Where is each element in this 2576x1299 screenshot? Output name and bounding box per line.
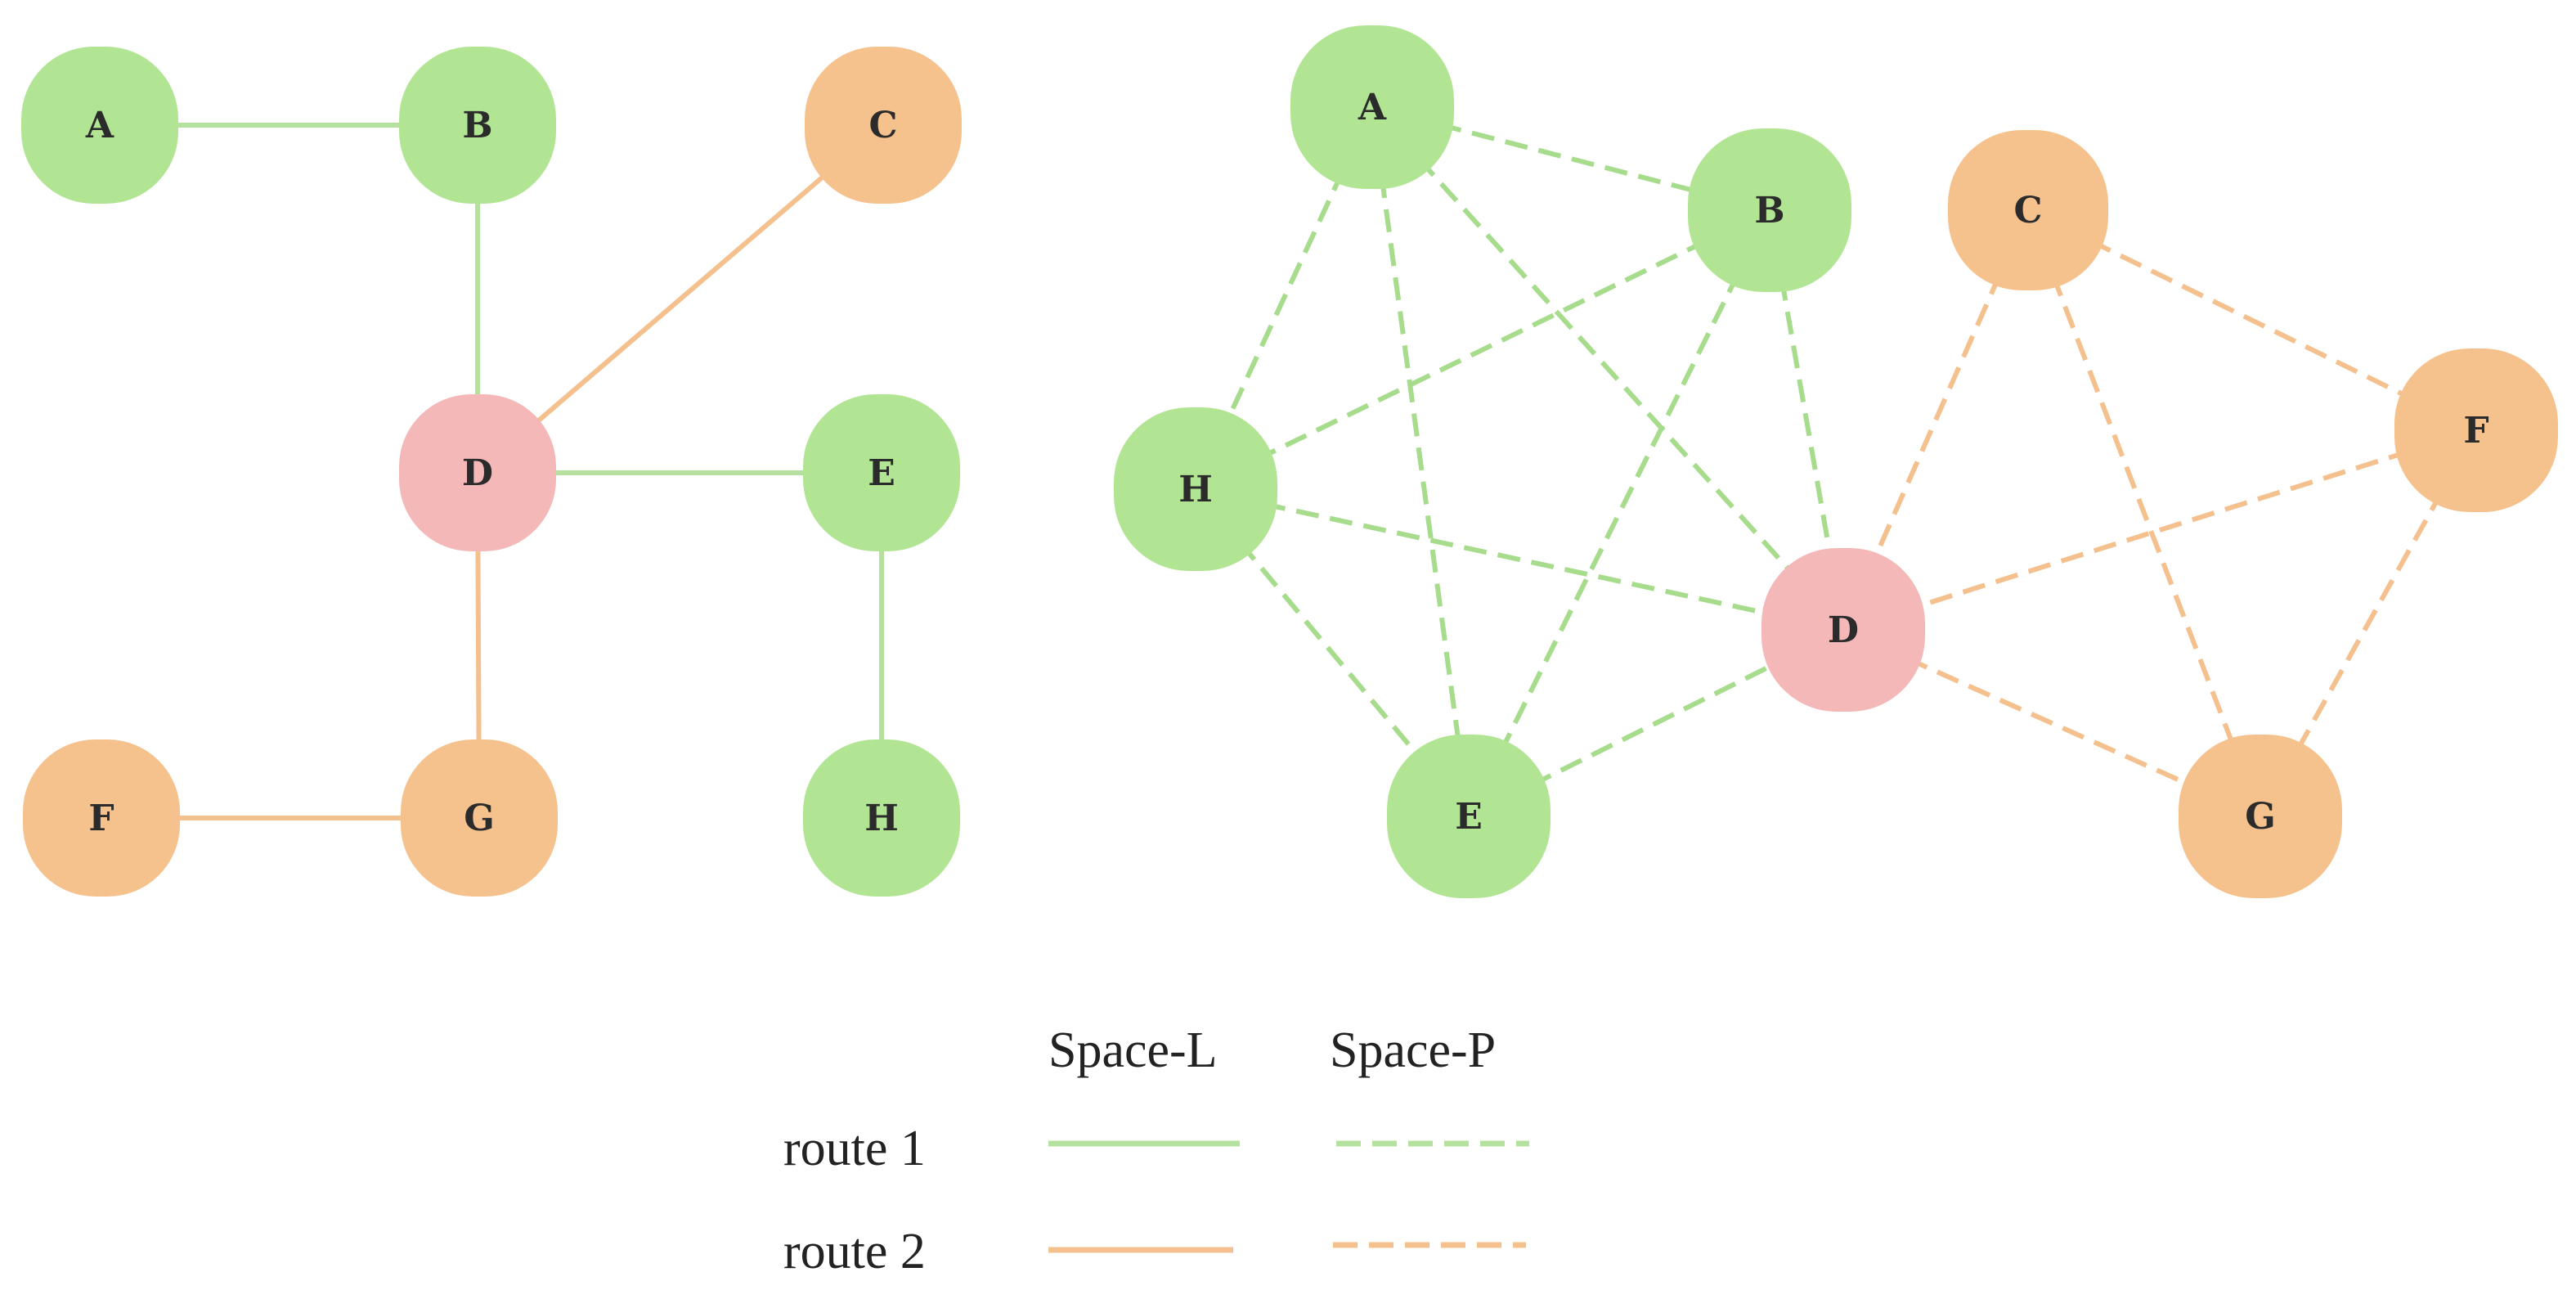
space-p-node-d-label: D xyxy=(1828,609,1859,651)
space-p-node-g-shape xyxy=(2179,735,2342,898)
space-l-node-g-shape xyxy=(401,739,558,897)
space-l-node-e: E xyxy=(803,394,960,551)
space-l-nodes: A B C D E F G H xyxy=(21,47,962,897)
legend-row-route-1: route 1 xyxy=(783,1121,926,1176)
space-l-edge-c-d xyxy=(476,123,885,475)
space-p-edge-b-e xyxy=(1466,209,1772,818)
legend: Space-L Space-P route 1 route 2 xyxy=(783,1023,1529,1279)
space-l-node-f-label: F xyxy=(88,798,114,839)
space-p-node-g-label: G xyxy=(2245,796,2276,838)
space-p-edge-a-d xyxy=(1370,105,1846,632)
space-l-node-h: H xyxy=(803,739,960,897)
space-p-node-f-shape xyxy=(2394,348,2558,512)
space-l-node-e-label: E xyxy=(868,452,895,494)
space-l-node-c-label: C xyxy=(868,105,897,146)
space-p-node-f: F xyxy=(2394,348,2558,512)
space-p-node-a-shape xyxy=(1290,25,1454,189)
space-l-node-c: C xyxy=(805,47,962,204)
space-p-node-d: D xyxy=(1761,548,1925,712)
space-l-node-b-shape xyxy=(399,47,556,204)
space-p-node-b-label: B xyxy=(1754,190,1784,231)
space-l-node-b-label: B xyxy=(462,105,492,146)
space-p-edge-a-e xyxy=(1370,106,1471,817)
space-p-node-d-shape xyxy=(1761,548,1925,712)
space-l-node-e-shape xyxy=(803,394,960,551)
space-p-edge-h-d xyxy=(1195,487,1844,632)
space-p-node-c-label: C xyxy=(2013,190,2042,231)
space-p-node-a: A xyxy=(1290,25,1454,189)
space-p-node-b: B xyxy=(1688,128,1851,292)
space-l-node-f: F xyxy=(23,739,180,897)
space-p-node-g: G xyxy=(2179,735,2342,898)
space-l-node-g-label: G xyxy=(464,798,495,839)
space-l-node-h-label: H xyxy=(864,798,899,839)
space-p-node-c: C xyxy=(1948,130,2108,290)
space-l-node-f-shape xyxy=(23,739,180,897)
space-l-node-g: G xyxy=(401,739,558,897)
space-l-node-c-shape xyxy=(805,47,962,204)
space-p-node-h-label: H xyxy=(1178,469,1213,510)
space-p-edge-b-h xyxy=(1194,208,1771,492)
space-l-node-a: A xyxy=(21,47,178,204)
space-p-node-f-label: F xyxy=(2463,410,2488,452)
space-p-node-h: H xyxy=(1114,407,1277,571)
space-p-node-h-shape xyxy=(1114,407,1277,571)
space-l-node-d-label: D xyxy=(462,452,493,494)
legend-row-route-2: route 2 xyxy=(783,1224,926,1279)
legend-header-space-p: Space-P xyxy=(1330,1023,1496,1078)
space-l-node-h-shape xyxy=(803,739,960,897)
space-p-node-b-shape xyxy=(1688,128,1851,292)
space-l-node-a-shape xyxy=(21,47,178,204)
space-p-node-e-label: E xyxy=(1455,796,1483,838)
space-l-node-d-shape xyxy=(399,394,556,551)
space-l-node-a-label: A xyxy=(85,105,114,146)
legend-header-space-l: Space-L xyxy=(1048,1023,1218,1078)
space-p-node-a-label: A xyxy=(1358,87,1387,128)
space-p-nodes: A B C D E F G H xyxy=(1114,25,2558,898)
space-l-node-b: B xyxy=(399,47,556,204)
space-p-edge-c-g xyxy=(2026,209,2263,818)
space-l-node-d: D xyxy=(399,394,556,551)
space-p-node-e: E xyxy=(1387,735,1551,898)
space-p-node-e-shape xyxy=(1387,735,1551,898)
space-p-node-c-shape xyxy=(1948,130,2108,290)
space-p-edge-f-d xyxy=(1842,428,2477,632)
